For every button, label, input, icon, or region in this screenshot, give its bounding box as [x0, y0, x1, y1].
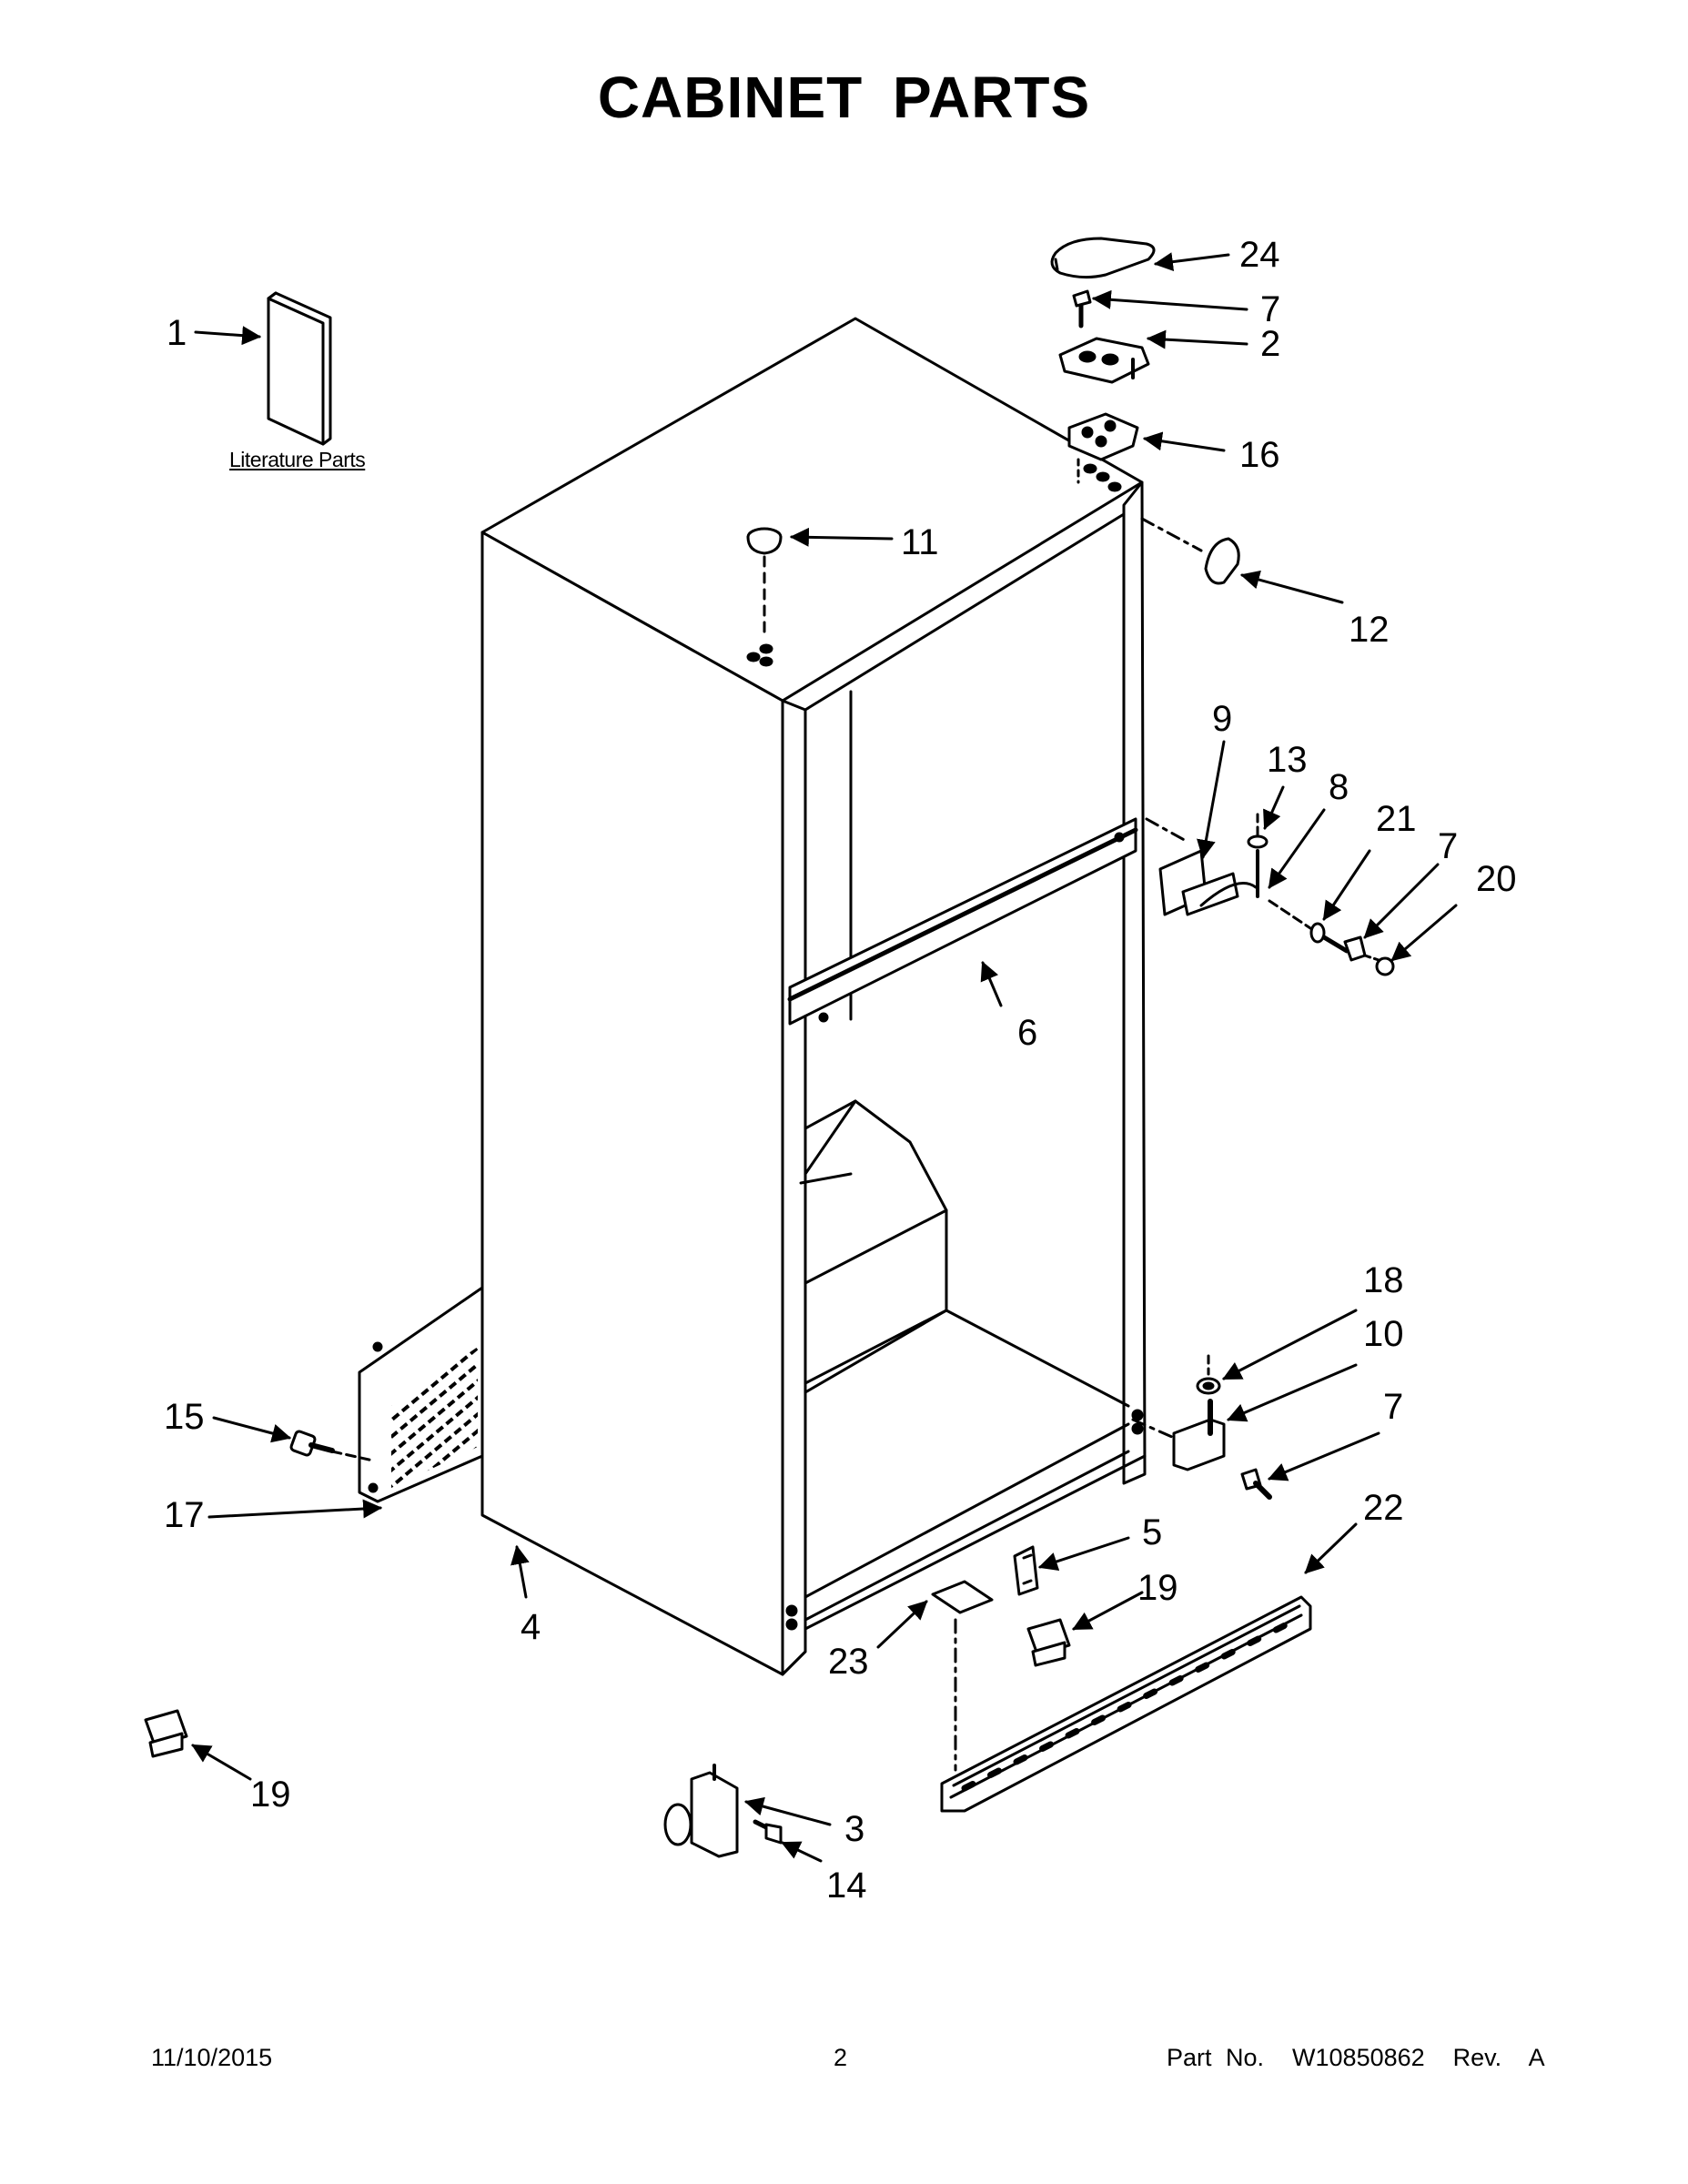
footer-date: 11/10/2015	[151, 2044, 273, 2071]
literature-booklet	[267, 291, 332, 446]
callout-9: 9	[1212, 699, 1233, 739]
bracket-23	[931, 1580, 994, 1772]
top-hinge-2	[1058, 337, 1150, 384]
callout-13: 13	[1267, 740, 1308, 780]
screw-14	[753, 1819, 783, 1845]
toe-grille-22	[940, 1595, 1312, 1813]
page-title: CABINET PARTS	[597, 65, 1091, 130]
callout-7-middle: 7	[1438, 826, 1459, 866]
roller-assembly-3	[663, 1764, 739, 1858]
callout-2: 2	[1260, 324, 1281, 364]
callout-4: 4	[521, 1607, 541, 1647]
callout-18: 18	[1363, 1260, 1404, 1300]
callout-7-top: 7	[1260, 289, 1281, 329]
hinge-screw-7-top	[1072, 289, 1092, 329]
callout-10: 10	[1363, 1314, 1404, 1354]
center-hinge-assembly	[1145, 813, 1395, 976]
callout-14: 14	[826, 1866, 867, 1906]
screw-15	[289, 1430, 375, 1462]
callout-7-bottom: 7	[1383, 1387, 1404, 1427]
door-stop-12	[1140, 517, 1240, 585]
literature-parts-caption: Literature Parts	[229, 448, 366, 471]
callout-11: 11	[901, 522, 939, 562]
callout-20: 20	[1476, 859, 1517, 899]
callout-21: 21	[1376, 799, 1417, 839]
callout-3: 3	[844, 1809, 865, 1849]
footer-page-number: 2	[834, 2044, 848, 2071]
callout-5: 5	[1142, 1512, 1163, 1552]
callout-16: 16	[1239, 435, 1280, 475]
callout-24: 24	[1239, 235, 1280, 275]
callout-15: 15	[164, 1397, 205, 1437]
top-hinge-cover-24	[1050, 237, 1156, 279]
callout-23: 23	[828, 1642, 869, 1682]
callout-1: 1	[167, 313, 187, 353]
clip-5	[1013, 1545, 1039, 1596]
hinge-shim-16	[1067, 412, 1139, 484]
callout-19-right: 19	[1137, 1568, 1178, 1608]
callout-17: 17	[164, 1495, 205, 1535]
refrigerator-cabinet	[480, 317, 1147, 1676]
callout-leaders	[191, 252, 1458, 1863]
callout-6: 6	[1017, 1013, 1038, 1053]
leveling-foot-19-right	[1026, 1618, 1071, 1667]
footer-part-number: Part No. W10850862 Rev. A	[1167, 2044, 1545, 2071]
plug-button-11	[746, 527, 783, 639]
rear-grille-access-cover	[358, 1286, 484, 1503]
callout-19-left: 19	[250, 1774, 291, 1815]
callout-22: 22	[1363, 1488, 1404, 1528]
callout-8: 8	[1329, 767, 1349, 807]
bottom-hinge-assembly	[1131, 1354, 1272, 1500]
leveling-foot-19-left	[144, 1709, 188, 1758]
callout-12: 12	[1349, 610, 1390, 650]
